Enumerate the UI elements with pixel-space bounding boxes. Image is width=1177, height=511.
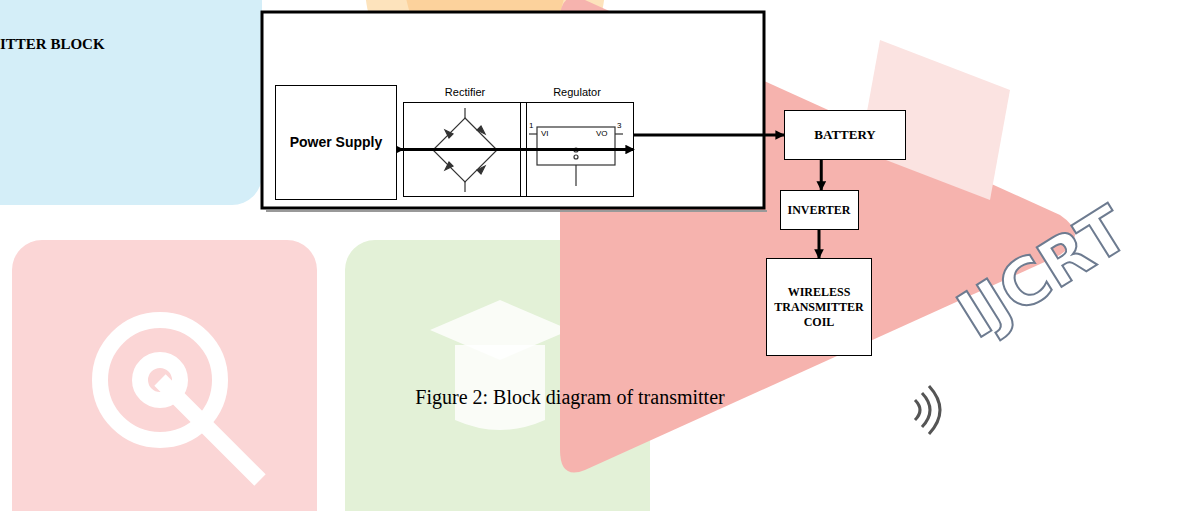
regulator-symbol [529,127,623,186]
figure-caption: Figure 2: Block diagram of transmitter [0,386,1140,409]
block-label: Power Supply [290,134,383,152]
watermark-gear [100,320,260,480]
section-heading: ITTER BLOCK [0,36,105,53]
watermark-panel [0,0,262,205]
watermark-waves [915,386,940,434]
block-heading: Regulator [521,86,633,100]
pin-number: 1 [529,121,533,130]
flow-arrow [403,148,634,151]
rectifier-box: Rectifier [403,102,527,197]
block-heading: Rectifier [404,86,526,100]
pin-name: VI [541,129,549,138]
flow-arrow [820,160,823,190]
power-supply-box: Power Supply [275,85,397,200]
block-label: INVERTER [788,203,851,218]
pin-number: 3 [617,121,621,130]
coil-box: WIRELESS TRANSMITTER COIL [766,258,872,356]
flow-arrow [634,134,784,137]
frame-shadow [266,210,767,212]
watermark-panel [12,240,317,511]
battery-box: BATTERY [784,110,906,160]
block-label: WIRELESS TRANSMITTER COIL [773,285,865,330]
flow-arrow [818,230,821,258]
block-label: BATTERY [814,127,875,143]
pin-name: VO [596,129,608,138]
supply-frame [262,12,764,208]
regulator-box: Regulator [520,102,634,197]
inverter-box: INVERTER [780,190,859,230]
